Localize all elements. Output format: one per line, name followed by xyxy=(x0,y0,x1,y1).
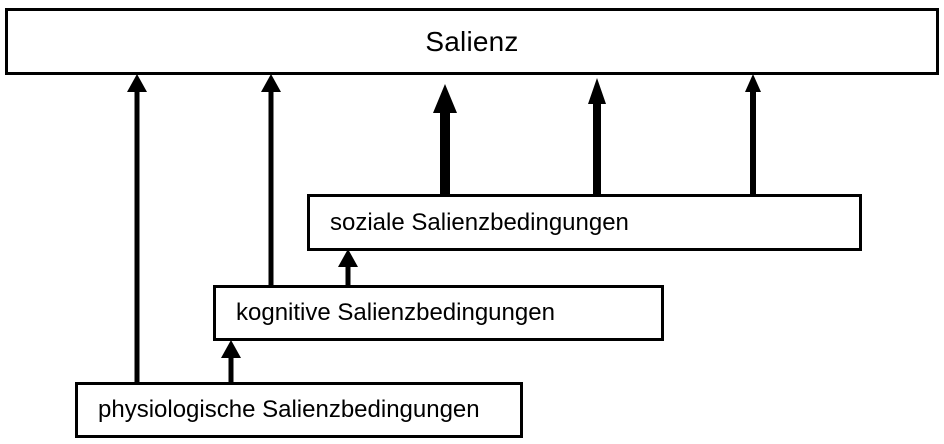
node-kognitive-salienzbedingungen[interactable]: kognitive Salienzbedingungen xyxy=(213,285,664,341)
arrow-physiologische-to-kognitive xyxy=(221,340,241,382)
arrow-physiologische-to-salienz xyxy=(127,74,147,382)
node-kognitive-label: kognitive Salienzbedingungen xyxy=(236,299,555,326)
node-soziale-salienzbedingungen[interactable]: soziale Salienzbedingungen xyxy=(307,194,862,251)
node-physiologische-salienzbedingungen[interactable]: physiologische Salienzbedingungen xyxy=(75,382,523,438)
arrow-soziale-to-salienz-heavy xyxy=(433,84,457,200)
node-salienz[interactable]: Salienz xyxy=(5,8,939,75)
node-salienz-label: Salienz xyxy=(425,25,519,57)
arrow-kognitive-to-soziale xyxy=(338,249,358,285)
node-physiologische-label: physiologische Salienzbedingungen xyxy=(98,396,480,423)
arrow-soziale-to-salienz-light xyxy=(745,74,761,200)
arrow-kognitive-to-salienz xyxy=(261,74,281,285)
arrow-soziale-to-salienz-medium xyxy=(588,78,606,200)
node-soziale-label: soziale Salienzbedingungen xyxy=(330,208,629,236)
